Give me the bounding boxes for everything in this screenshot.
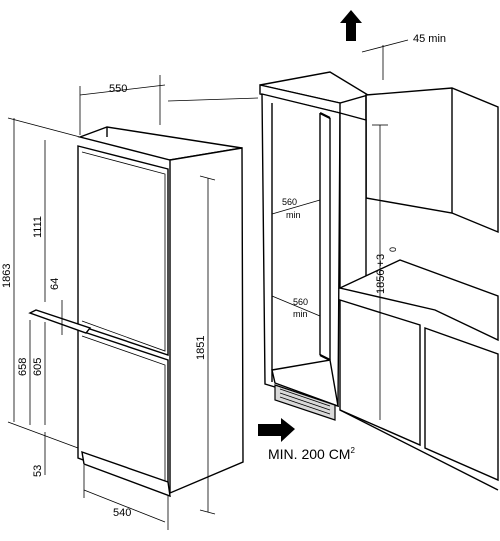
dim-niche-width-lower-min: min: [293, 309, 308, 319]
arrow-up-icon: [340, 10, 362, 41]
dim-gap: 64: [49, 278, 61, 290]
dim-lower-658: 658: [17, 358, 29, 376]
dim-niche-width-upper: 560: [282, 197, 297, 207]
vent-note: MIN. 200 CM2: [268, 446, 355, 462]
dim-lower-605: 605: [32, 358, 44, 376]
airflow-arrows: [258, 10, 362, 442]
dim-appliance-height: 1851: [195, 336, 207, 360]
dim-base: 53: [32, 465, 44, 477]
arrow-right-icon: [258, 418, 295, 442]
cabinet-niche: [167, 71, 499, 491]
dim-top-clearance: 45 min: [413, 33, 446, 45]
dim-niche-height-tol: 0: [388, 247, 398, 252]
dim-niche-width-upper-min: min: [286, 210, 301, 220]
vent-note-superscript: 2: [350, 446, 355, 455]
fridge-appliance: [28, 126, 244, 498]
vent-note-text: MIN. 200 CM: [268, 446, 350, 462]
dim-total-height: 1863: [1, 264, 13, 288]
dim-niche-height: 1856 +3: [375, 254, 387, 294]
dimension-lines: [7, 39, 409, 530]
dim-depth-bottom: 540: [113, 507, 131, 519]
dim-niche-width-lower: 560: [293, 297, 308, 307]
dim-upper-door: 1111: [32, 216, 44, 238]
dim-width-top: 550: [109, 83, 127, 95]
